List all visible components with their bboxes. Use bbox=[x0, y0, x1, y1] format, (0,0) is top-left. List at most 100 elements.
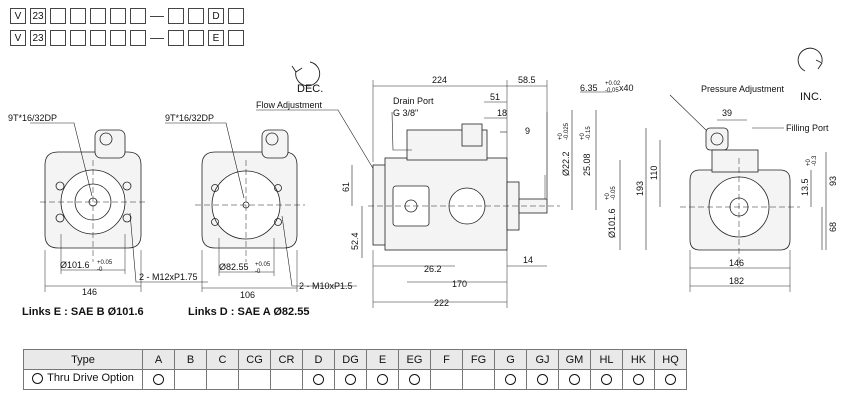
code-size: 23 bbox=[30, 8, 46, 24]
code-blank bbox=[168, 8, 184, 24]
label-18: 18 bbox=[497, 108, 507, 118]
label-m12: 2 - M12xP1.75 bbox=[139, 272, 198, 282]
label-25-08: 25.08 bbox=[582, 153, 592, 176]
code-blank bbox=[50, 30, 66, 46]
available-circle-icon bbox=[153, 374, 164, 386]
label-drain-g: G 3/8" bbox=[393, 108, 418, 118]
label-182: 182 bbox=[729, 276, 744, 286]
code-letter: E bbox=[208, 30, 224, 46]
available-circle-icon bbox=[633, 374, 644, 386]
available-circle-icon bbox=[665, 374, 676, 386]
label-6-35-tol-bot: -0.05 bbox=[605, 88, 619, 94]
label-58-5: 58.5 bbox=[518, 75, 536, 85]
available-circle-icon bbox=[345, 374, 356, 386]
column-header: C bbox=[206, 349, 239, 370]
label-pressure-adjustment: Pressure Adjustment bbox=[701, 84, 785, 94]
label-14: 14 bbox=[523, 255, 533, 265]
code-blank bbox=[228, 8, 244, 24]
option-cell bbox=[366, 369, 399, 390]
label-68: 68 bbox=[828, 222, 838, 232]
label-170: 170 bbox=[452, 279, 467, 289]
label-52-4: 52.4 bbox=[350, 232, 360, 250]
available-circle-icon bbox=[569, 374, 580, 386]
option-cell bbox=[238, 369, 271, 390]
label-13-5-tol-top: +0 bbox=[806, 158, 812, 166]
caption-links-d: Links D : SAE A Ø82.55 bbox=[188, 306, 310, 318]
label-drain-port: Drain Port bbox=[393, 96, 434, 106]
label-13-5-tol-bot: -0.3 bbox=[812, 155, 818, 166]
option-cell bbox=[494, 369, 527, 390]
code-blank bbox=[168, 30, 184, 46]
label-51: 51 bbox=[490, 92, 500, 102]
label-inc: INC. bbox=[800, 91, 822, 103]
code-blank bbox=[90, 8, 106, 24]
front-view-mid bbox=[165, 61, 375, 292]
code-blank bbox=[110, 8, 126, 24]
label-dia-101-6: Ø101.6 bbox=[60, 260, 90, 270]
label-spline-mid: 9T*16/32DP bbox=[165, 113, 214, 123]
label-9: 9 bbox=[525, 126, 530, 136]
column-header: CG bbox=[238, 349, 271, 370]
option-cell bbox=[398, 369, 431, 390]
column-header: DG bbox=[334, 349, 367, 370]
column-header: E bbox=[366, 349, 399, 370]
column-header: FG bbox=[462, 349, 495, 370]
column-header: GJ bbox=[526, 349, 559, 370]
label-tol-top: +0.05 bbox=[255, 262, 271, 268]
code-letter: D bbox=[208, 8, 224, 24]
label-filling-port: Filling Port bbox=[786, 123, 829, 133]
available-circle-icon bbox=[377, 374, 388, 386]
option-cell bbox=[654, 369, 687, 390]
column-header: G bbox=[494, 349, 527, 370]
column-header: B bbox=[174, 349, 207, 370]
label-tol-top: +0.05 bbox=[97, 260, 113, 266]
option-cell bbox=[206, 369, 239, 390]
available-circle-icon bbox=[505, 374, 516, 386]
label-25-08-tol-top: +0 bbox=[580, 132, 586, 140]
label-146-right: 146 bbox=[729, 258, 744, 268]
code-dash bbox=[150, 15, 164, 17]
label-61: 61 bbox=[341, 182, 351, 192]
label-106: 106 bbox=[240, 290, 255, 300]
label-222: 222 bbox=[434, 298, 449, 308]
code-blank bbox=[50, 8, 66, 24]
model-code-row-d: V 23 D bbox=[10, 6, 244, 26]
pump-drawing: 9T*16/32DP Ø101.6 +0.05 -0 2 - M12xP1.75… bbox=[8, 47, 838, 308]
column-header: HK bbox=[622, 349, 655, 370]
code-dash bbox=[150, 37, 164, 39]
row-label-cell: Thru Drive Option bbox=[23, 369, 143, 390]
code-prefix: V bbox=[10, 8, 26, 24]
column-header: F bbox=[430, 349, 463, 370]
option-cell bbox=[462, 369, 495, 390]
label-dec: DEC. bbox=[297, 83, 323, 95]
option-cell bbox=[622, 369, 655, 390]
rear-view bbox=[645, 47, 827, 292]
option-cell bbox=[334, 369, 367, 390]
legend-circle-icon bbox=[32, 372, 44, 384]
option-cell bbox=[302, 369, 335, 390]
option-cell bbox=[430, 369, 463, 390]
column-header: EG bbox=[398, 349, 431, 370]
column-header: D bbox=[302, 349, 335, 370]
column-header: A bbox=[142, 349, 175, 370]
available-circle-icon bbox=[409, 374, 420, 386]
label-22-2-tol-top: +0 bbox=[558, 132, 564, 140]
option-cell bbox=[174, 369, 207, 390]
label-193: 193 bbox=[635, 181, 645, 196]
label-101-6-side-tol-bot: -0.05 bbox=[611, 186, 617, 200]
code-blank bbox=[70, 30, 86, 46]
available-circle-icon bbox=[537, 374, 548, 386]
code-blank bbox=[90, 30, 106, 46]
label-39: 39 bbox=[722, 108, 732, 118]
table-option-row: Thru Drive Option bbox=[23, 369, 687, 390]
label-dia-22-2: Ø22.2 bbox=[561, 151, 571, 176]
label-x40: x40 bbox=[619, 83, 634, 93]
code-prefix: V bbox=[10, 30, 26, 46]
label-m10: 2 - M10xP1.5 bbox=[299, 281, 353, 291]
column-header: CR bbox=[270, 349, 303, 370]
option-cell bbox=[558, 369, 591, 390]
label-spline-left: 9T*16/32DP bbox=[8, 113, 57, 123]
row-label: Thru Drive Option bbox=[47, 372, 134, 385]
code-blank bbox=[188, 8, 204, 24]
